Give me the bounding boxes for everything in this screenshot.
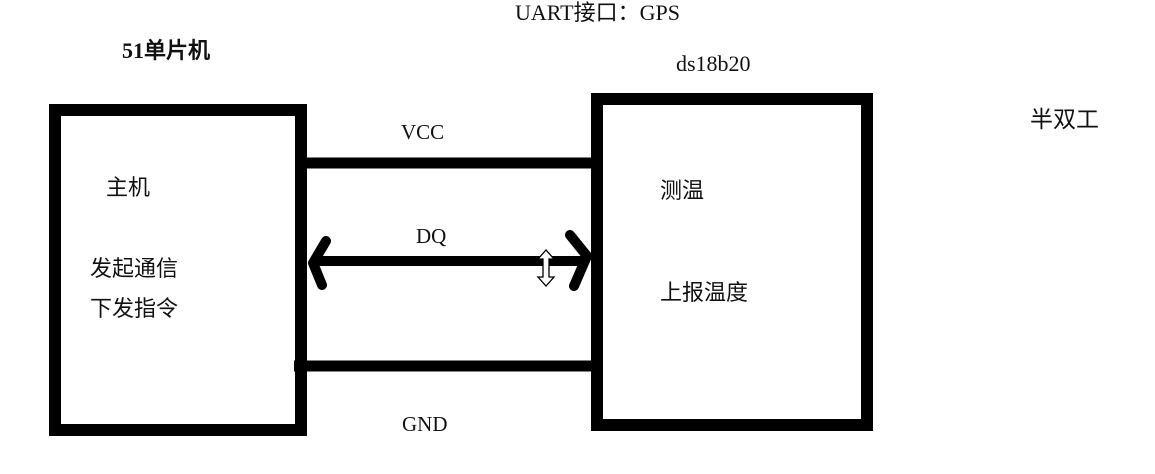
slave-box <box>591 93 873 431</box>
dq-arrow-right-icon <box>565 230 592 291</box>
mode-note: 半双工 <box>1030 107 1099 133</box>
vcc-label: VCC <box>401 120 445 144</box>
master-role: 主机 <box>106 176 151 201</box>
slave-title: ds18b20 <box>676 51 751 76</box>
gnd-label: GND <box>402 412 448 436</box>
dq-arrow-left-icon <box>308 236 331 290</box>
master-line-2: 下发指令 <box>90 297 179 322</box>
slave-line-1: 测温 <box>660 179 705 204</box>
master-line-1: 发起通信 <box>90 257 179 282</box>
interface-note: UART接口：GPS <box>515 0 680 25</box>
dq-label: DQ <box>416 224 447 248</box>
slave-line-2: 上报温度 <box>660 281 749 306</box>
master-title: 51单片机 <box>122 38 211 63</box>
master-box <box>49 104 307 436</box>
resize-vertical-cursor-icon <box>536 249 556 287</box>
